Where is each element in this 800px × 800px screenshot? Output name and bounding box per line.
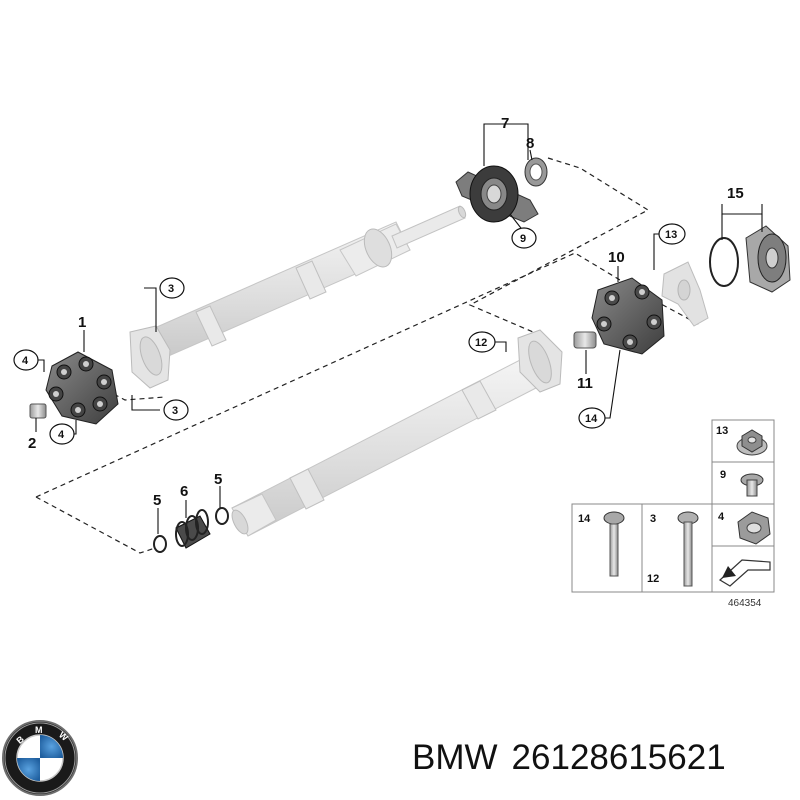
callouts: 1 2 3 3 4 4 5 6 5 7 8 9 10 11 1 (13, 115, 744, 509)
callout-4-upper-label: 4 (22, 355, 29, 367)
callout-5-right: 5 (214, 471, 222, 488)
callout-8: 8 (526, 135, 534, 152)
output-yoke (661, 261, 709, 327)
callout-4-lower-label: 4 (58, 429, 65, 441)
brand-name: BMW (412, 738, 498, 777)
hex-bolt-long-icon (677, 511, 699, 587)
callout-15: 15 (727, 185, 744, 202)
callout-9-label: 9 (520, 233, 526, 245)
logo-letter-b: B (14, 734, 26, 746)
center-bearing (455, 157, 548, 223)
callout-3-lower: 3 (163, 399, 189, 421)
callout-12-label: 12 (475, 337, 487, 349)
boot-and-clips (153, 507, 229, 553)
output-flange-15 (709, 225, 791, 293)
callout-3-lower-label: 3 (172, 405, 178, 417)
legend-14: 14 (578, 513, 591, 525)
callout-4-upper: 4 (13, 349, 39, 371)
callout-3-upper-label: 3 (168, 283, 174, 295)
hex-nut-flanged-icon (736, 429, 768, 456)
legend-4: 4 (718, 511, 725, 523)
part-number: 26128615621 (511, 738, 726, 777)
callout-14-label: 14 (585, 413, 598, 425)
legend-12: 12 (647, 573, 659, 585)
legend-3: 3 (650, 513, 656, 525)
direction-arrow-icon (718, 559, 771, 587)
legend-9: 9 (720, 469, 726, 481)
callout-6: 6 (180, 483, 188, 500)
collar-bolt-long-icon (603, 511, 625, 577)
callout-9: 9 (511, 227, 537, 249)
assembly-dash-lines (35, 157, 701, 554)
reference-code: 464354 (728, 598, 762, 609)
callout-1: 1 (78, 314, 86, 331)
callout-11: 11 (577, 375, 593, 392)
callout-3-upper: 3 (159, 277, 185, 299)
callout-13-label: 13 (665, 229, 677, 241)
bmw-logo: B M W (2, 720, 78, 796)
legend-13: 13 (716, 425, 728, 437)
callout-12: 12 (468, 331, 496, 353)
fastener-legend: 13 9 4 14 3 12 4643 (571, 419, 775, 609)
front-drive-shaft (129, 205, 467, 389)
hex-nut-icon (737, 511, 771, 545)
callout-2: 2 (28, 435, 36, 452)
callout-5-left: 5 (153, 492, 161, 509)
callout-10: 10 (608, 249, 625, 266)
callout-13: 13 (658, 223, 686, 245)
callout-14: 14 (578, 407, 606, 429)
callout-4-lower: 4 (49, 423, 75, 445)
rear-drive-shaft (231, 329, 563, 537)
flex-disc-left (29, 351, 119, 425)
part-number-caption: BMW 26128615621 (412, 738, 792, 788)
flex-disc-right (573, 277, 665, 355)
logo-letter-m: M (35, 725, 43, 735)
callout-7: 7 (501, 115, 509, 132)
flange-bolt-short-icon (740, 473, 764, 497)
